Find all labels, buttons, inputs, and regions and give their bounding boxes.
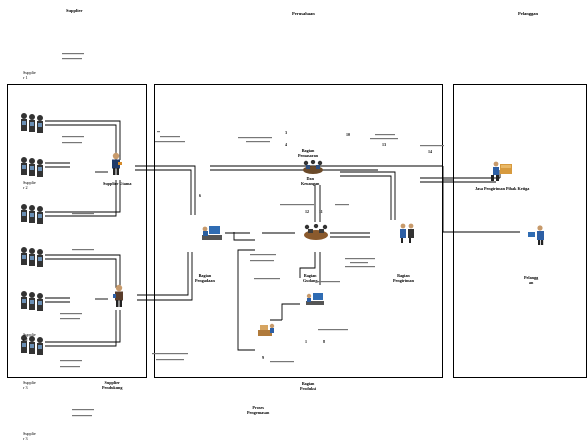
flow-annotations: [0, 0, 587, 441]
